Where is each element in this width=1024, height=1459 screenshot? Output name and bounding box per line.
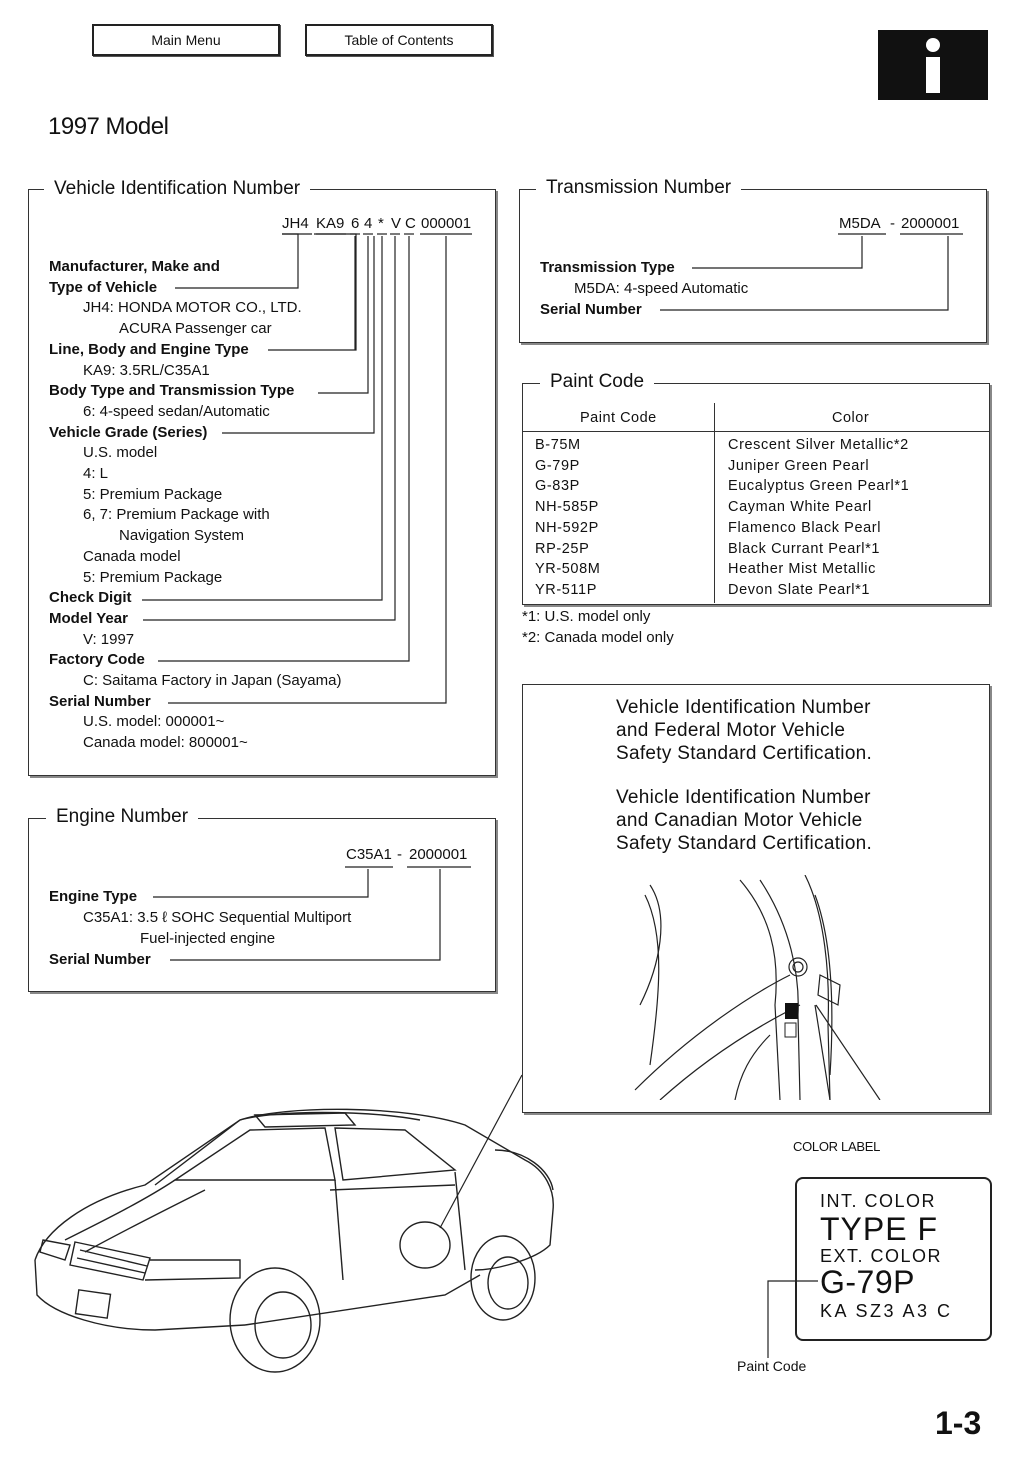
vin-description-line: Check Digit <box>49 589 132 607</box>
page-title: 1997 Model <box>48 113 169 140</box>
paint-color-cell: Devon Slate Pearl*1 <box>728 581 870 598</box>
vin-code-segment: 000001 <box>421 215 472 232</box>
vin-description-line: C: Saitama Factory in Japan (Sayama) <box>83 672 342 689</box>
vin-description-line: JH4: HONDA MOTOR CO., LTD. <box>83 299 302 317</box>
paint-table-header-rule <box>522 431 989 432</box>
vin-description-line: Serial Number <box>49 692 151 710</box>
transmission-legend: Transmission Number <box>536 177 742 199</box>
paint-note-1: *1: U.S. model only <box>522 608 651 625</box>
page-number: 1-3 <box>935 1405 982 1441</box>
vin-description-line: Type of Vehicle <box>49 278 158 296</box>
vin-code-segment: 4 <box>364 215 373 232</box>
vin-description-line: Manufacturer, Make and <box>49 258 220 275</box>
ext-color-label: EXT. COLOR <box>820 1246 943 1266</box>
int-color-value: TYPE F <box>820 1211 939 1247</box>
vin-description-line: Vehicle Grade (Series) <box>49 423 208 441</box>
transmission-type-value: M5DA: 4-speed Automatic <box>574 280 749 297</box>
vin-description-line: Canada model: 800001~ <box>83 734 248 752</box>
vin-code-segment: 6 <box>351 215 360 232</box>
paint-code-cell: NH-592P <box>535 519 599 536</box>
door-pillar-illustration <box>634 875 881 1100</box>
engine-type-value: C35A1: 3.5 ℓ SOHC Sequential Multiport <box>83 909 352 926</box>
paint-color-cell: Cayman White Pearl <box>728 499 872 516</box>
vin-description-line: 4: L <box>83 465 109 482</box>
engine-serial-code: 2000001 <box>409 846 468 863</box>
transmission-serial-label: Serial Number <box>540 301 642 318</box>
color-label-caption: COLOR LABEL <box>793 1139 881 1154</box>
engine-serial-label: Serial Number <box>49 951 151 968</box>
vin-description-line: V: 1997 <box>83 630 135 648</box>
paint-color-cell: Eucalyptus Green Pearl*1 <box>728 478 910 495</box>
int-color-label: INT. COLOR <box>820 1191 937 1211</box>
paint-code-cell: RP-25P <box>535 540 590 557</box>
vin-description-line: Factory Code <box>49 651 145 669</box>
paint-code-cell: YR-508M <box>535 561 601 578</box>
vin-description-line: U.S. model <box>83 444 158 462</box>
vin-description-line: 5: Premium Package <box>83 485 223 503</box>
vin-description-line: Canada model <box>83 547 181 565</box>
vin-description-line: 6, 7: Premium Package with <box>83 506 270 524</box>
vin-legend: Vehicle Identification Number <box>44 178 311 200</box>
canada-certification-text: Vehicle Identification Number and Canadi… <box>616 787 873 854</box>
model-code: KA SZ3 A3 C <box>820 1301 953 1321</box>
engine-type-label: Engine Type <box>49 888 138 905</box>
paint-code-cell: B-75M <box>535 437 581 453</box>
engine-type-code: C35A1 <box>346 846 392 863</box>
engine-dash: - <box>397 846 402 863</box>
vin-description-line: Line, Body and Engine Type <box>49 340 249 358</box>
transmission-dash: - <box>890 215 895 232</box>
paint-color-cell: Heather Mist Metallic <box>728 561 876 578</box>
engine-legend: Engine Number <box>46 806 199 828</box>
paint-code-cell: NH-585P <box>535 499 599 516</box>
paint-color-cell: Juniper Green Pearl <box>728 457 870 474</box>
vin-description-line: ACURA Passenger car <box>119 320 272 338</box>
vin-description-line: 5: Premium Package <box>83 568 223 586</box>
paint-color-cell: Black Currant Pearl*1 <box>728 540 881 557</box>
info-icon <box>878 30 988 100</box>
car-illustration <box>34 1108 554 1373</box>
vin-code-segment: V <box>391 215 402 232</box>
paint-code-cell: G-79P <box>535 457 580 474</box>
paint-table-header-color: Color <box>832 410 870 426</box>
us-certification-text: Vehicle Identification Number and Federa… <box>616 697 873 764</box>
paint-code-cell: G-83P <box>535 478 580 495</box>
transmission-serial-code: 2000001 <box>901 215 960 232</box>
paint-code-caption: Paint Code <box>737 1358 807 1374</box>
vin-description-line: KA9: 3.5RL/C35A1 <box>83 361 210 379</box>
paint-table-header-code: Paint Code <box>580 410 657 426</box>
vin-code-segment: KA9 <box>316 215 345 232</box>
vin-description-line: Navigation System <box>119 527 245 545</box>
ext-color-value: G-79P <box>820 1264 915 1300</box>
certification-section <box>522 684 990 1113</box>
vin-code-segment: C <box>405 215 416 232</box>
vin-description-line: U.S. model: 000001~ <box>83 713 225 731</box>
vin-code-segment: * <box>378 215 384 232</box>
paint-table-divider <box>714 403 715 603</box>
vin-description-line: Model Year <box>49 609 128 627</box>
engine-section <box>28 818 496 992</box>
transmission-type-label: Transmission Type <box>540 259 675 276</box>
vin-description-line: 6: 4-speed sedan/Automatic <box>83 402 270 420</box>
paint-color-cell: Crescent Silver Metallic*2 <box>728 437 909 453</box>
vin-code-segment: JH4 <box>282 215 309 232</box>
table-of-contents-button[interactable]: Table of Contents <box>305 24 493 56</box>
transmission-type-code: M5DA <box>839 215 881 232</box>
vin-plate-marker <box>785 1003 798 1019</box>
color-label-card <box>795 1177 992 1341</box>
transmission-section <box>519 189 987 343</box>
paint-note-2: *2: Canada model only <box>522 629 674 646</box>
vin-description-line: Body Type and Transmission Type <box>49 382 295 400</box>
engine-type-value-2: Fuel-injected engine <box>140 930 276 947</box>
paint-code-legend: Paint Code <box>540 371 655 393</box>
paint-color-cell: Flamenco Black Pearl <box>728 519 882 536</box>
main-menu-button[interactable]: Main Menu <box>92 24 280 56</box>
paint-code-section <box>522 383 990 605</box>
paint-code-cell: YR-511P <box>535 581 597 598</box>
